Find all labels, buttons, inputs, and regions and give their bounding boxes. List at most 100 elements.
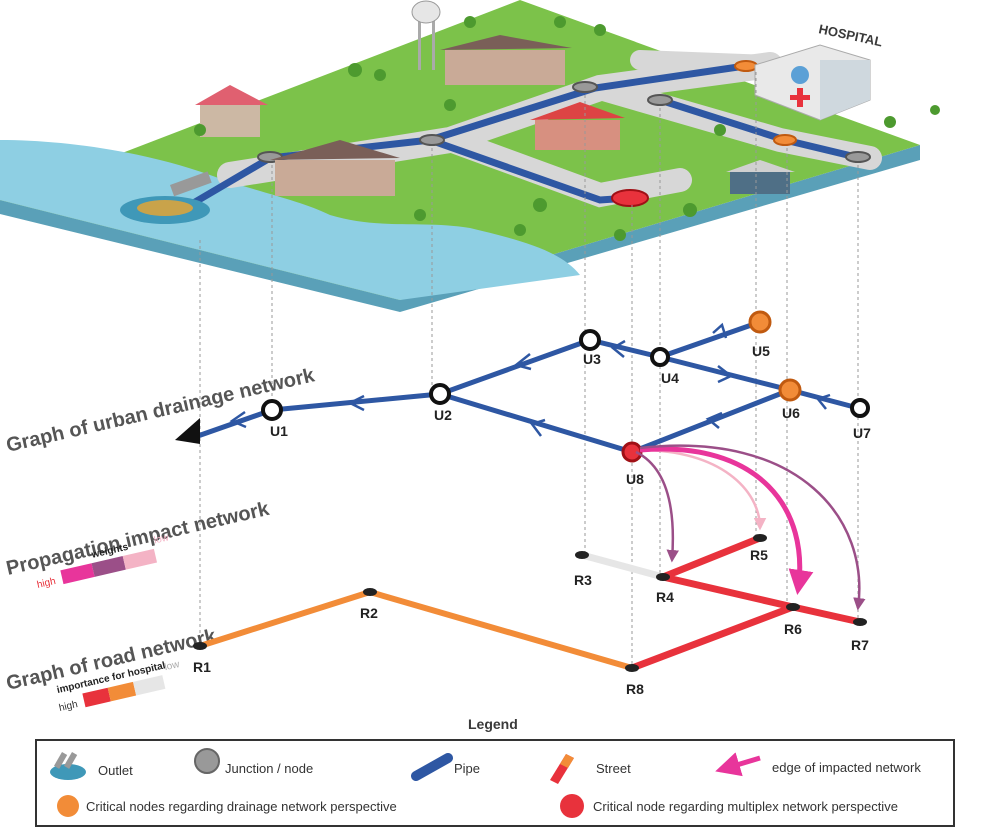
importance-mid-swatch [107, 681, 137, 702]
road-r8-r6 [628, 603, 797, 672]
pipe-u4-u3 [587, 337, 663, 360]
house-center [530, 102, 625, 150]
pipe-u3-u2 [437, 337, 593, 397]
label-u3: U3 [583, 351, 601, 367]
flow-arrows [229, 322, 831, 437]
map-junctions [257, 60, 871, 207]
weights-mid-swatch [91, 556, 126, 577]
label-r2: R2 [360, 605, 378, 621]
road-r4-r6 [659, 573, 797, 611]
legend-box [35, 739, 955, 827]
node-u7 [850, 398, 870, 418]
svg-text:edge of impacted network: edge of impacted network [772, 760, 921, 775]
house-left [195, 85, 268, 137]
projection-lines [199, 72, 859, 668]
node-r7 [853, 618, 867, 626]
weights-low-swatch [122, 548, 158, 570]
road-r1-r2 [197, 589, 373, 649]
svg-text:Street: Street [596, 761, 631, 776]
node-u1 [261, 399, 283, 421]
houses: HOSPITAL [195, 21, 884, 196]
impact-u8-r4 [635, 450, 679, 563]
node-r8 [625, 664, 639, 672]
legend-title: Legend [468, 716, 518, 732]
node-r4 [656, 573, 670, 581]
road-r4-r5 [659, 534, 764, 581]
label-r3: R3 [574, 572, 592, 588]
node-r6 [786, 603, 800, 611]
drainage-graph: U1 U2 U3 U4 U5 U6 U7 U8 [175, 310, 871, 487]
impact-u8-r7 [639, 444, 866, 611]
junction-icon [194, 748, 220, 774]
critical-multiplex-icon [560, 794, 584, 818]
label-r8: R8 [626, 681, 644, 697]
road-edges [197, 534, 864, 672]
node-u6 [778, 378, 802, 402]
svg-text:Critical node regarding multip: Critical node regarding multiplex networ… [593, 799, 898, 814]
svg-text:Pipe: Pipe [454, 761, 480, 776]
road-r2-r8 [367, 589, 635, 671]
critical-drainage-icon [57, 795, 79, 817]
label-u7: U7 [853, 425, 871, 441]
label-r4: R4 [656, 589, 674, 605]
svg-text:Outlet: Outlet [98, 763, 133, 778]
importance-low-swatch [133, 675, 166, 696]
road-nodes [193, 534, 867, 672]
city-map: HOSPITAL [0, 0, 940, 312]
pipe-u1-outlet [192, 407, 275, 440]
weights-high-swatch [60, 563, 95, 585]
building-top [440, 35, 572, 85]
node-u4 [650, 347, 670, 367]
legend-critical-drainage: Critical nodes regarding drainage networ… [57, 795, 397, 817]
svg-text:Junction / node: Junction / node [225, 761, 313, 776]
pipe-u4-u6 [657, 354, 793, 393]
label-r6: R6 [784, 621, 802, 637]
road-graph: R1 R2 R3 R4 R5 R6 R7 R8 [193, 534, 869, 697]
water-tower [411, 0, 441, 70]
label-r5: R5 [750, 547, 768, 563]
house-right [726, 160, 795, 194]
impact-u8-r6 [639, 446, 814, 595]
title-road: Graph of road network [4, 625, 219, 695]
label-r1: R1 [193, 659, 211, 675]
weights-low-label: low [153, 532, 171, 546]
node-r3 [575, 551, 589, 559]
pipe-u7-u6 [787, 387, 861, 411]
legend-outlet: Outlet [50, 752, 133, 780]
label-u4: U4 [661, 370, 679, 386]
pipe-icon [411, 753, 453, 781]
map-slab-side [0, 145, 920, 312]
road-r6-r7 [789, 603, 864, 626]
node-r5 [753, 534, 767, 542]
label-u1: U1 [270, 423, 288, 439]
trees [194, 16, 940, 241]
river-water [0, 140, 580, 300]
node-r2 [363, 588, 377, 596]
legend-street: Street [550, 754, 631, 784]
impact-edges [635, 444, 866, 611]
impact-u8-r5 [639, 448, 767, 531]
legend-critical-multiplex: Critical node regarding multiplex networ… [560, 794, 898, 818]
node-u3 [579, 329, 601, 351]
importance-low-label: low [163, 659, 181, 673]
node-u2 [429, 383, 451, 405]
label-u6: U6 [782, 405, 800, 421]
legend: Legend Outlet Junction / node Pipe Stree… [35, 716, 955, 827]
importance-high-label: high [58, 699, 79, 714]
pipe-u2-u1 [269, 391, 443, 413]
node-u5 [748, 310, 772, 334]
impact-arrow-icon [715, 752, 761, 777]
legend-pipe: Pipe [411, 753, 480, 781]
hospital-sign: HOSPITAL [817, 21, 884, 49]
label-u2: U2 [434, 407, 452, 423]
legend-impact-edge: edge of impacted network [715, 752, 921, 777]
hospital-building: HOSPITAL [754, 21, 884, 121]
road-r3-r4 [578, 551, 667, 581]
pipe-u5-u4 [657, 319, 763, 360]
title-propagation: Propagation impact network [4, 498, 272, 580]
outlet-triangle [175, 418, 200, 444]
svg-text:Critical nodes regarding drain: Critical nodes regarding drainage networ… [86, 799, 397, 814]
label-u8: U8 [626, 471, 644, 487]
weights-high-label: high [36, 576, 57, 591]
